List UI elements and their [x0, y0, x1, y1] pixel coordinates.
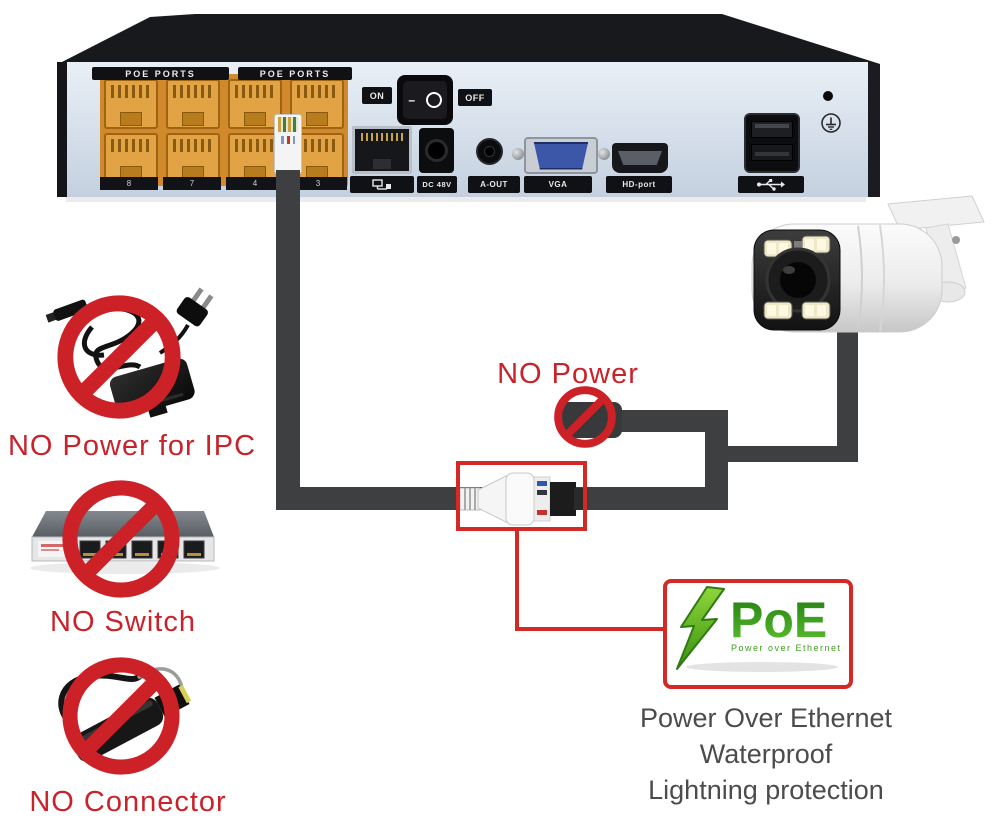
poe-logo-subtitle: Power over Ethernet — [731, 643, 842, 653]
poe-ports-text-2: POE PORTS — [259, 68, 331, 79]
vga-dsub — [533, 141, 589, 170]
vga-label: VGA — [548, 180, 568, 189]
poe-ports-text-1: POE PORTS — [125, 68, 196, 79]
callout-line-vertical — [515, 529, 519, 631]
poe-logo-text: PoE — [730, 592, 827, 648]
nvr-bottom-shadow — [66, 197, 866, 202]
audio-label: A-OUT — [480, 180, 508, 189]
poe-port-jack — [228, 79, 282, 129]
no-power-label: NO Power — [497, 358, 639, 390]
port-pins — [297, 139, 337, 152]
port-pins — [173, 139, 213, 152]
port-pins — [111, 85, 151, 98]
lightning-bolt-icon — [676, 586, 725, 670]
callout-line-horizontal — [515, 627, 663, 631]
cable-camera-drop — [837, 322, 858, 462]
reset-hole — [823, 91, 833, 101]
port-pins — [297, 85, 337, 98]
port-number: 4 — [252, 179, 258, 188]
port-number: 8 — [126, 179, 132, 188]
nvr-top-slab — [58, 14, 880, 64]
usb-slot-2 — [751, 144, 793, 161]
on-text: ON — [369, 90, 385, 101]
hdmi-slot — [618, 151, 662, 165]
poe-ports-label-1: POE PORTS — [92, 67, 229, 80]
lan-icon — [372, 178, 391, 190]
usb-ports — [744, 113, 800, 173]
port-pins — [235, 139, 275, 152]
no-connector-label: NO Connector — [29, 786, 227, 818]
cable-riser — [705, 410, 728, 510]
ground-icon — [821, 113, 841, 133]
audio-label-bar: A-OUT — [468, 176, 520, 193]
port-number: 3 — [315, 179, 321, 188]
port-number-bar: 3 — [289, 177, 347, 190]
poe-port-jack — [104, 79, 158, 129]
nvr-right-edge — [868, 63, 880, 197]
poe-port-jack — [104, 133, 158, 183]
port-slot — [120, 112, 142, 126]
port-number-bar: 4 — [226, 177, 284, 190]
lan-tab — [373, 159, 391, 169]
dc-jack-hole — [425, 139, 448, 162]
rocker-switch[interactable]: – — [397, 75, 453, 125]
vga-label-bar: VGA — [524, 176, 592, 193]
port-pins — [111, 139, 151, 152]
poe-port-jack — [166, 79, 220, 129]
lan-port — [352, 126, 412, 174]
lan-pins — [361, 133, 403, 141]
plug-contacts — [281, 136, 295, 144]
connector-highlight-box — [456, 461, 587, 531]
hdmi-label: HD-port — [622, 180, 656, 189]
vga-screw-right — [598, 148, 610, 160]
cable-top-run — [618, 410, 713, 432]
poe-port-jack — [166, 133, 220, 183]
nvr-left-edge — [57, 62, 67, 197]
logo-shadow — [686, 662, 838, 672]
port-slot — [244, 112, 266, 126]
usb-label-bar — [738, 176, 804, 193]
dc-label-bar: DC 48V — [417, 176, 457, 193]
lan-label-bar — [350, 176, 414, 193]
hdmi-port — [612, 143, 668, 173]
rocker-off-mark — [425, 92, 442, 108]
port-number-bar: 8 — [100, 177, 158, 190]
port-pins — [235, 85, 275, 98]
rj45-plug-in-port — [274, 114, 302, 174]
off-text: OFF — [465, 92, 485, 103]
port-slot — [306, 112, 328, 126]
port-number: 7 — [189, 179, 195, 188]
poe-logo: PoE Power over Ethernet — [676, 586, 842, 672]
poe-badge: PoE Power over Ethernet — [663, 579, 853, 689]
usb-tongue — [755, 152, 789, 156]
rocker-on-mark: – — [408, 93, 416, 107]
port-number-bar: 7 — [163, 177, 221, 190]
feature-power-over-ethernet: Power Over Ethernet — [639, 703, 893, 733]
feature-list: Power Over Ethernet Waterproof Lightning… — [600, 700, 932, 808]
usb-icon — [757, 179, 785, 191]
port-pins — [173, 85, 213, 98]
hdmi-label-bar: HD-port — [606, 176, 672, 193]
no-power-ipc-label: NO Power for IPC — [7, 430, 257, 462]
poe-port-jack — [290, 79, 344, 129]
cable-nvr-drop — [276, 170, 300, 510]
feature-lightning-protection: Lightning protection — [648, 775, 884, 805]
vga-port — [524, 137, 598, 174]
dc-label: DC 48V — [422, 180, 452, 189]
no-switch-label: NO Switch — [50, 606, 196, 638]
on-label: ON — [362, 87, 392, 104]
plug-wires — [278, 117, 298, 132]
vga-screw-left — [512, 148, 524, 160]
cable-camera-branch — [720, 446, 845, 462]
usb-tongue — [755, 124, 789, 128]
port-slot — [182, 112, 204, 126]
dc-power-jack — [419, 128, 454, 173]
poe-ports-label-2: POE PORTS — [238, 67, 352, 80]
usb-slot-1 — [751, 121, 793, 138]
off-label: OFF — [458, 89, 492, 106]
audio-out-jack — [476, 138, 503, 165]
audio-jack-hole — [484, 146, 495, 157]
power-pigtail-stub — [560, 402, 622, 438]
feature-waterproof: Waterproof — [699, 739, 833, 769]
